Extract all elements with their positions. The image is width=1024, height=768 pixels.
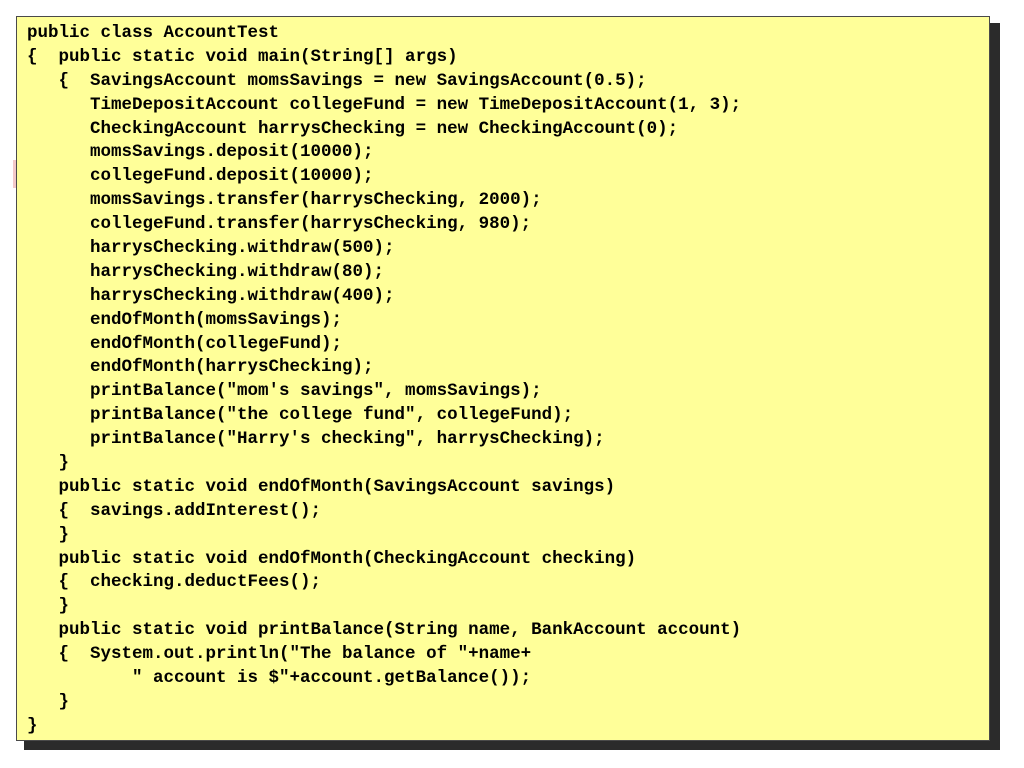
- code-line: harrysChecking.withdraw(80);: [27, 261, 385, 282]
- code-line: }: [27, 596, 70, 617]
- code-line: collegeFund.transfer(harrysChecking, 980…: [27, 214, 532, 235]
- code-line: { public static void main(String[] args): [27, 46, 458, 67]
- code-line: { savings.addInterest();: [27, 500, 322, 521]
- code-line: }: [27, 691, 70, 712]
- code-line: }: [27, 524, 70, 545]
- code-line: printBalance("the college fund", college…: [27, 405, 574, 426]
- code-line: }: [27, 715, 38, 736]
- code-line: CheckingAccount harrysChecking = new Che…: [27, 118, 679, 139]
- edge-mark: [13, 160, 16, 188]
- code-line: momsSavings.transfer(harrysChecking, 200…: [27, 190, 542, 211]
- code-line: }: [27, 453, 70, 474]
- code-line: harrysChecking.withdraw(400);: [27, 285, 395, 306]
- code-line: printBalance("Harry's checking", harrysC…: [27, 429, 605, 450]
- code-line: public class AccountTest: [27, 23, 280, 43]
- code-line: { System.out.println("The balance of "+n…: [27, 644, 532, 665]
- code-line: TimeDepositAccount collegeFund = new Tim…: [27, 94, 742, 115]
- code-line: collegeFund.deposit(10000);: [27, 166, 374, 187]
- code-line: printBalance("mom's savings", momsSaving…: [27, 381, 542, 402]
- code-line: public static void endOfMonth(CheckingAc…: [27, 548, 637, 569]
- code-line: { checking.deductFees();: [27, 572, 322, 593]
- code-line: endOfMonth(momsSavings);: [27, 309, 343, 330]
- code-line: endOfMonth(collegeFund);: [27, 333, 343, 354]
- code-line: harrysChecking.withdraw(500);: [27, 238, 395, 259]
- code-line: " account is $"+account.getBalance());: [27, 668, 532, 689]
- code-line: public static void endOfMonth(SavingsAcc…: [27, 476, 616, 497]
- code-line: { SavingsAccount momsSavings = new Savin…: [27, 70, 647, 91]
- code-box: [16, 16, 990, 741]
- code-line: public static void printBalance(String n…: [27, 620, 742, 641]
- code-line: endOfMonth(harrysChecking);: [27, 357, 374, 378]
- code-line: momsSavings.deposit(10000);: [27, 142, 374, 163]
- code-listing: public class AccountTest { public static …: [27, 22, 741, 739]
